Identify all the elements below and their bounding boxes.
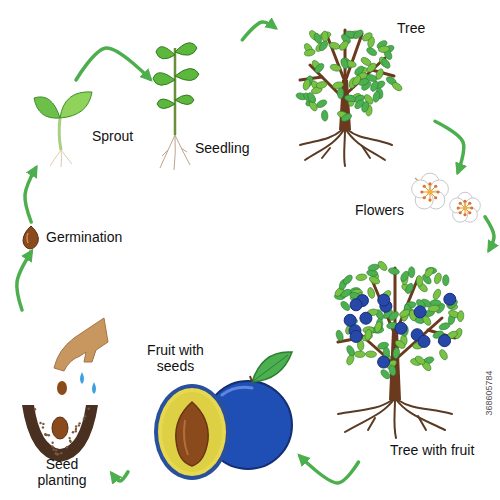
sprout-illustration [34, 92, 92, 167]
tree-illustration [295, 28, 403, 166]
cycle-arrow [76, 48, 150, 80]
stage-node: Fruit with seeds [128, 340, 300, 495]
cycle-arrow [485, 217, 494, 250]
stage-label: Tree with fruit [390, 442, 474, 458]
stage-node: Seedling [150, 40, 253, 170]
cycle-arrow [112, 472, 128, 481]
stage-label: Seedling [195, 140, 250, 156]
stage-node: Flowers [350, 172, 485, 228]
cycle-arrow [25, 168, 36, 222]
fruit-tree-illustration [333, 260, 464, 438]
cycle-arrow [17, 252, 31, 310]
stage-label: Flowers [355, 202, 404, 218]
seedling-illustration [153, 43, 199, 170]
stage-label: Germination [46, 229, 122, 245]
stage-node: Tree [275, 12, 435, 168]
stage-label: Fruit with seeds [138, 342, 213, 374]
stage-label: Sprout [92, 128, 133, 144]
stage-label: Seed planting [27, 456, 97, 488]
cycle-arrow [300, 456, 359, 483]
cycle-arrow [242, 22, 275, 40]
stage-label: Tree [397, 20, 425, 36]
stage-node: Germination [18, 222, 150, 252]
watermark-number: 368605784 [484, 370, 494, 415]
stage-node: Sprout [30, 80, 145, 168]
planting-illustration [22, 318, 108, 462]
stage-node: Seed planting [12, 310, 112, 492]
cycle-arrow [435, 121, 464, 172]
flowers-illustration [412, 173, 481, 222]
stage-node: Tree with fruit [300, 250, 495, 462]
